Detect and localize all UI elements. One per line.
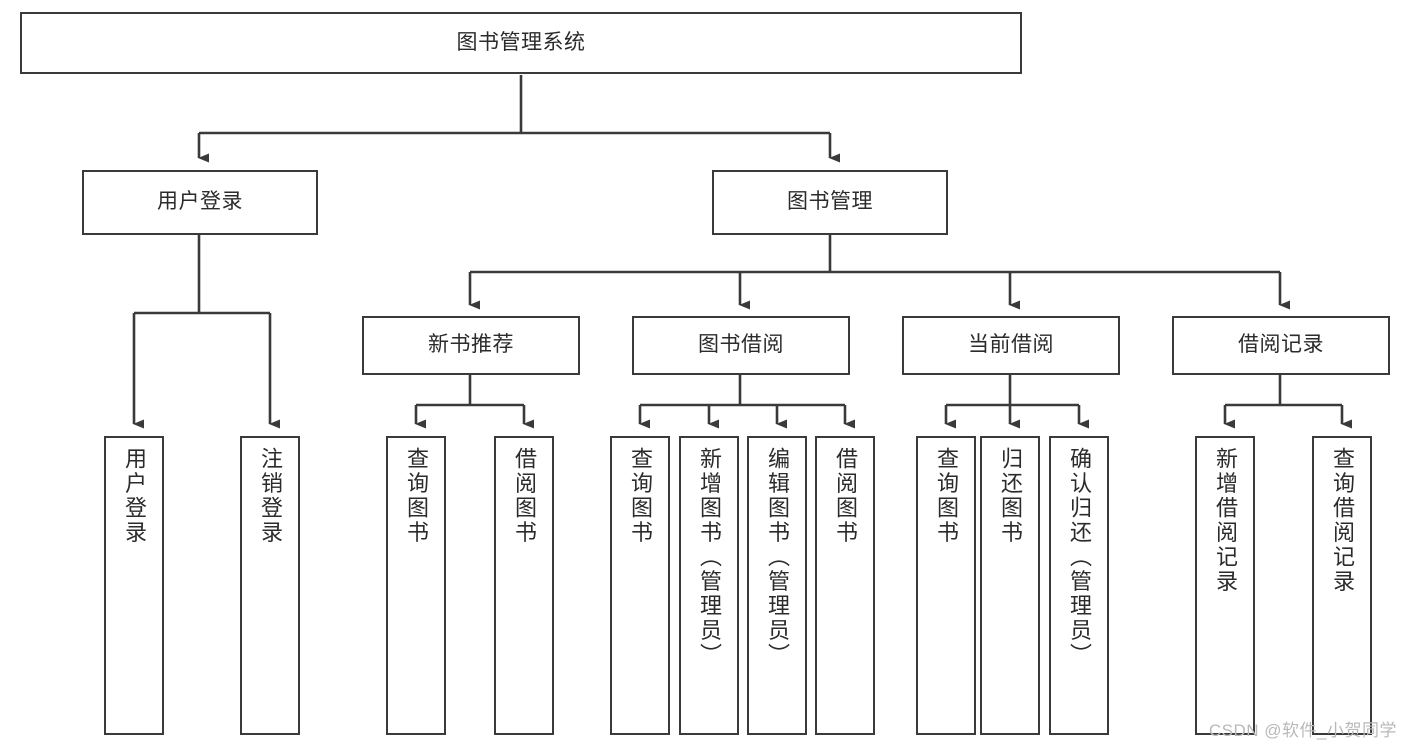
node-label: 图书管理	[787, 190, 873, 214]
node-label: 新增借阅记录	[1213, 447, 1238, 594]
node-label: 归还图书	[998, 447, 1023, 545]
node-label: 用户登录	[157, 190, 243, 214]
node-book-management[interactable]: 图书管理	[712, 170, 948, 235]
node-user-login[interactable]: 用户登录	[82, 170, 318, 235]
node-label: 编辑图书（管理员）	[765, 447, 790, 668]
node-borrow-record[interactable]: 借阅记录	[1172, 316, 1390, 375]
node-leaf-confirm-return-admin[interactable]: 确认归还（管理员）	[1049, 436, 1109, 735]
node-label: 注销登录	[258, 447, 283, 545]
node-label: 确认归还（管理员）	[1067, 447, 1092, 668]
node-current-borrow[interactable]: 当前借阅	[902, 316, 1120, 375]
node-label: 查询图书	[404, 447, 429, 545]
node-label: 新书推荐	[428, 333, 514, 357]
node-label: 借阅图书	[833, 447, 858, 545]
node-label: 图书借阅	[698, 333, 784, 357]
node-leaf-borrow-book[interactable]: 借阅图书	[815, 436, 875, 735]
node-leaf-add-book-admin[interactable]: 新增图书（管理员）	[679, 436, 739, 735]
node-label: 当前借阅	[968, 333, 1054, 357]
node-leaf-query-borrow-record[interactable]: 查询借阅记录	[1312, 436, 1372, 735]
node-root-book-management-system[interactable]: 图书管理系统	[20, 12, 1022, 74]
node-label: 查询借阅记录	[1330, 447, 1355, 594]
node-label: 新增图书（管理员）	[697, 447, 722, 668]
node-leaf-logout[interactable]: 注销登录	[240, 436, 300, 735]
node-leaf-user-login[interactable]: 用户登录	[104, 436, 164, 735]
csdn-watermark: CSDN @软件_小贺同学	[1208, 721, 1397, 740]
node-new-book-recommend[interactable]: 新书推荐	[362, 316, 580, 375]
node-book-borrow[interactable]: 图书借阅	[632, 316, 850, 375]
node-label: 查询图书	[934, 447, 959, 545]
node-leaf-edit-book-admin[interactable]: 编辑图书（管理员）	[747, 436, 807, 735]
node-leaf-query-book-recommend[interactable]: 查询图书	[386, 436, 446, 735]
node-label: 用户登录	[122, 447, 147, 545]
node-leaf-query-book-borrow[interactable]: 查询图书	[610, 436, 670, 735]
node-label: 查询图书	[628, 447, 653, 545]
node-label: 借阅图书	[512, 447, 537, 545]
node-label: 图书管理系统	[456, 30, 586, 54]
node-leaf-add-borrow-record[interactable]: 新增借阅记录	[1195, 436, 1255, 735]
node-leaf-return-book[interactable]: 归还图书	[980, 436, 1040, 735]
node-label: 借阅记录	[1238, 333, 1324, 357]
node-leaf-query-book-current[interactable]: 查询图书	[916, 436, 976, 735]
node-leaf-borrow-book-recommend[interactable]: 借阅图书	[494, 436, 554, 735]
